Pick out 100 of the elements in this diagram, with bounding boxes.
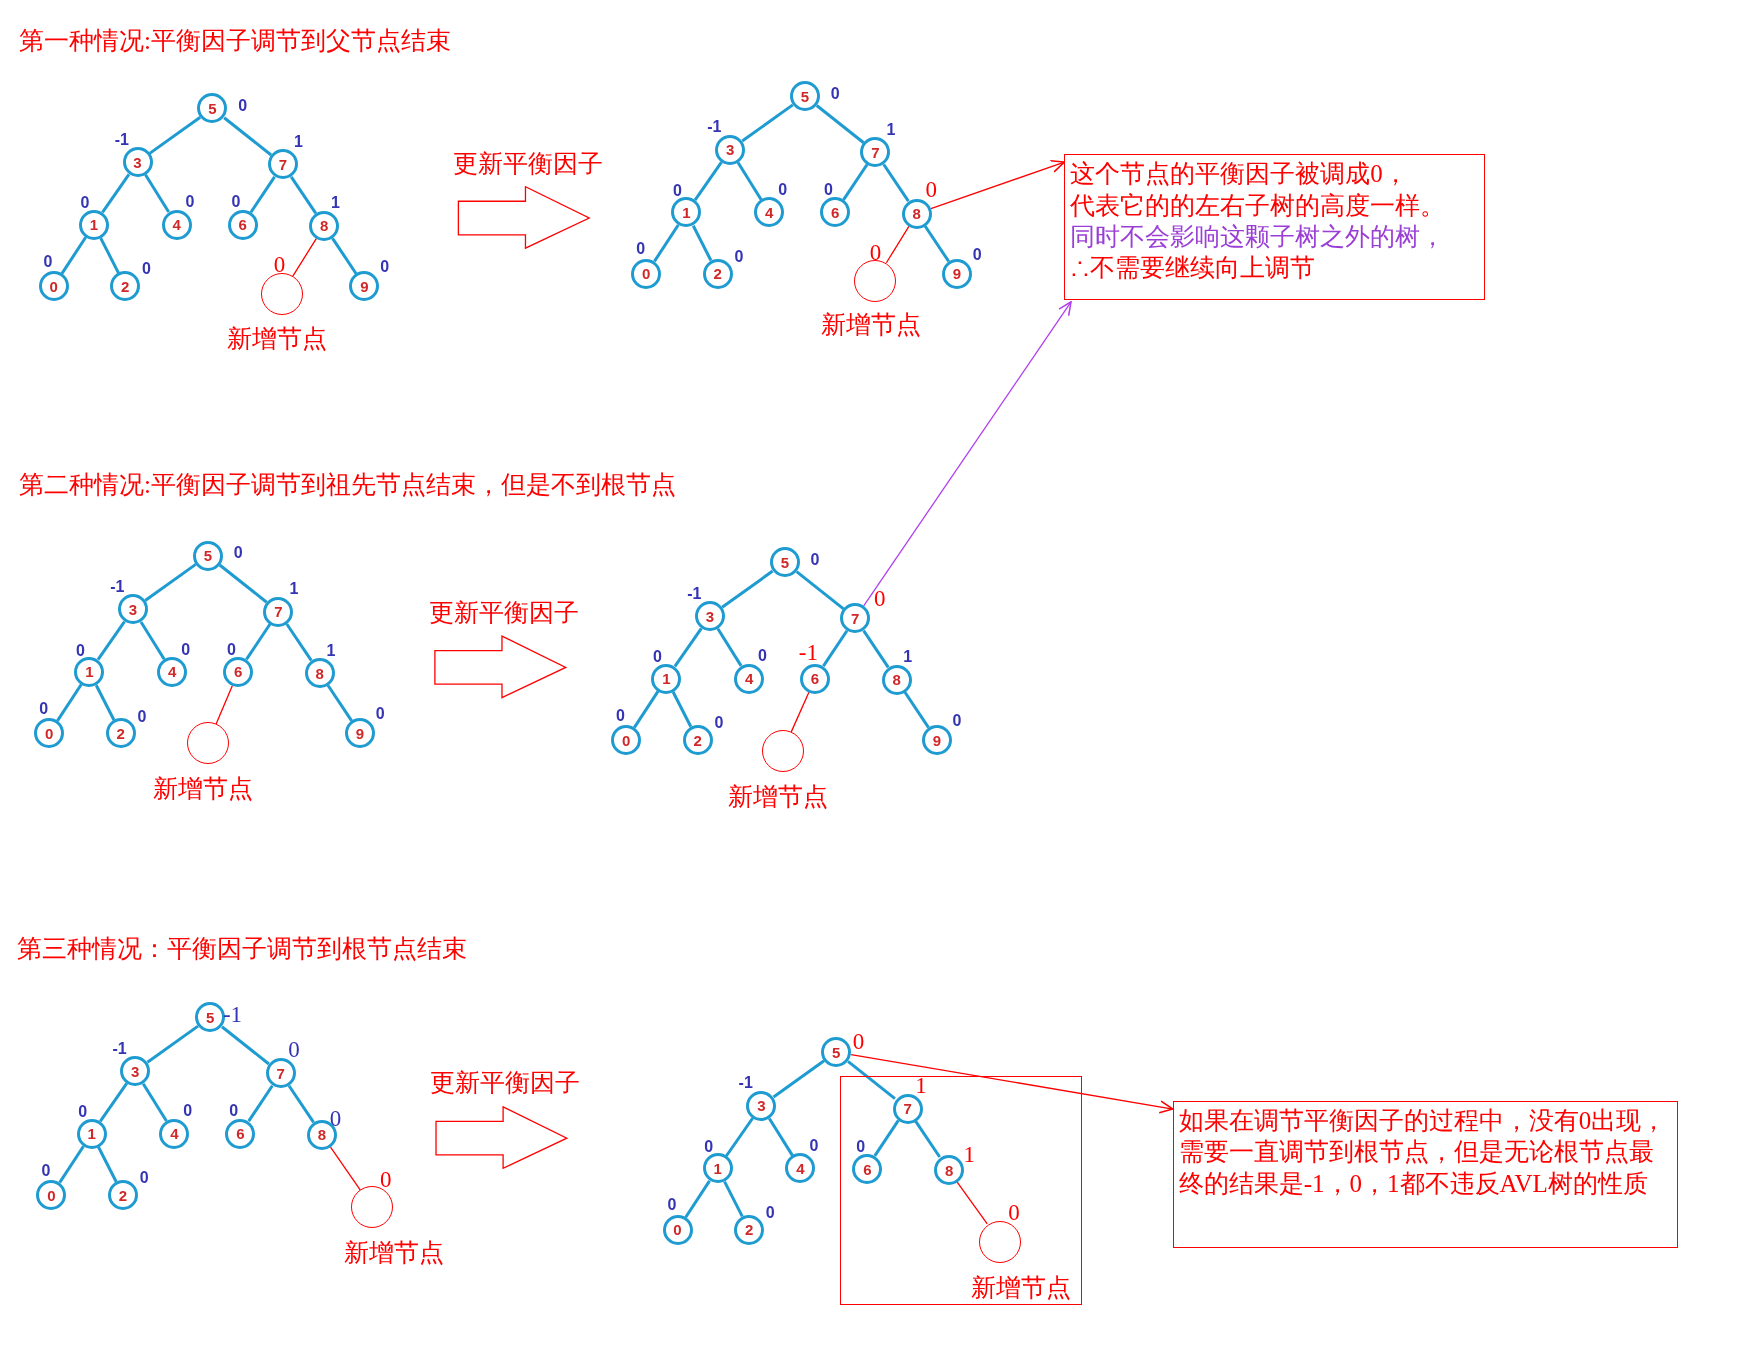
tree-node: 0 xyxy=(36,1180,67,1211)
balance-factor: 0 xyxy=(810,552,820,569)
balance-factor: -1 xyxy=(114,131,129,148)
balance-factor: 0 xyxy=(379,1168,392,1191)
tree-node: 6 xyxy=(225,1118,256,1149)
balance-factor: 0 xyxy=(181,641,191,658)
section-heading: 第一种情况:平衡因子调节到父节点结束 xyxy=(19,25,451,56)
new-node-circle xyxy=(761,730,804,773)
balance-factor: -1 xyxy=(798,640,818,664)
tree-node: 0 xyxy=(34,718,65,749)
tree-edge xyxy=(249,176,276,214)
note-text: 如果在调节平衡因子的过程中，没有0出现，需要一直调节到根节点，但是无论根节点最终的结果是-1，0，1都不违反AVL树的性质 xyxy=(1178,1106,1668,1199)
section-heading: 第三种情况：平衡因子调节到根节点结束 xyxy=(16,933,467,964)
balance-factor: 0 xyxy=(78,1104,88,1121)
balance-factor: 0 xyxy=(1008,1200,1020,1224)
tree-edge xyxy=(873,1119,900,1157)
connector-line xyxy=(292,237,317,277)
highlight-frame xyxy=(839,1075,1083,1305)
tree-edge xyxy=(741,103,794,143)
tree-edge xyxy=(815,104,865,144)
tree-edge xyxy=(218,563,268,604)
balance-factor: 1 xyxy=(903,649,913,666)
tree-node: 5 xyxy=(192,540,223,571)
tree-node: 0 xyxy=(662,1214,693,1245)
tree-edge xyxy=(94,684,116,721)
tree-node: 3 xyxy=(746,1090,777,1121)
tree-edge xyxy=(60,236,87,275)
balance-factor: 0 xyxy=(824,182,833,199)
tree-edge xyxy=(144,563,197,602)
balance-factor: 0 xyxy=(288,1037,300,1061)
node-caption: 新增节点 xyxy=(820,311,921,337)
tree-node: 9 xyxy=(349,271,380,302)
balance-factor: 0 xyxy=(80,195,90,212)
tree-edge xyxy=(58,1145,85,1184)
tree-edge xyxy=(723,1181,744,1218)
tree-edge xyxy=(148,115,202,155)
tree-node: 8 xyxy=(309,210,340,241)
new-node-circle xyxy=(260,273,303,316)
balance-factor: 0 xyxy=(758,648,767,665)
tree-edge xyxy=(684,1180,711,1219)
tree-edge xyxy=(691,225,713,262)
tree-node: 0 xyxy=(631,258,662,289)
tree-edge xyxy=(96,620,126,661)
balance-factor: 1 xyxy=(326,642,336,659)
note-text: 代表它的的左右子树的高度一样。 xyxy=(1070,190,1447,221)
section-heading: 第二种情况:平衡因子调节到祖先节点结束，但是不到根节点 xyxy=(19,469,676,500)
tree-edge xyxy=(99,1082,128,1123)
tree-edge xyxy=(633,690,660,729)
tree-edge xyxy=(139,621,166,660)
tree-node: 4 xyxy=(785,1153,816,1184)
tree-edge xyxy=(693,161,723,201)
tree-edge xyxy=(285,623,313,662)
arrow xyxy=(850,1053,1174,1114)
note-box xyxy=(1172,1101,1679,1248)
tree-node: 4 xyxy=(754,197,785,228)
step-label: 更新平衡因子 xyxy=(452,148,603,179)
tree-edge xyxy=(144,174,170,213)
balance-factor: -1 xyxy=(687,585,702,602)
balance-factor: 1 xyxy=(886,121,896,138)
node-caption: 新增节点 xyxy=(153,775,254,801)
tree-edge xyxy=(862,629,890,669)
connector-line xyxy=(790,691,810,733)
tree-node: 2 xyxy=(702,258,733,289)
tree-node: 8 xyxy=(304,658,335,689)
note-text: 同时不会影响这颗子树之外的树， xyxy=(1070,221,1447,252)
node-caption: 新增节点 xyxy=(970,1274,1071,1300)
tree-node: 7 xyxy=(840,603,871,634)
balance-factor: 0 xyxy=(43,253,53,270)
balance-factor: 1 xyxy=(289,581,299,598)
balance-factor: 0 xyxy=(636,241,646,258)
balance-factor: 0 xyxy=(778,182,788,199)
tree-edge xyxy=(146,1024,199,1064)
tree-node: 1 xyxy=(651,663,682,694)
step-label: 更新平衡因子 xyxy=(429,597,580,628)
tree-node: 9 xyxy=(921,725,952,756)
tree-node: 6 xyxy=(800,663,830,694)
tree-edge xyxy=(671,691,693,728)
tree-node: 2 xyxy=(110,271,141,302)
tree-edge xyxy=(795,570,845,611)
connector-line xyxy=(885,225,910,264)
balance-factor: 0 xyxy=(76,642,85,659)
tree-edge xyxy=(245,623,272,661)
tree-node: 7 xyxy=(267,149,298,180)
tree-edge xyxy=(101,173,131,214)
tree-edge xyxy=(331,237,358,275)
step-label: 更新平衡因子 xyxy=(430,1067,581,1098)
tree-node: 3 xyxy=(120,1056,151,1087)
tree-node: 6 xyxy=(820,197,851,228)
balance-factor: -1 xyxy=(110,578,125,595)
tree-edge xyxy=(725,1117,755,1157)
tree-edge xyxy=(97,1146,118,1183)
connector-line xyxy=(329,1146,361,1191)
tree-node: 9 xyxy=(942,258,972,289)
tree-node: 1 xyxy=(671,197,702,228)
tree-node: 7 xyxy=(263,596,294,627)
tree-edge xyxy=(923,225,950,263)
new-node-circle xyxy=(854,259,897,302)
tree-edge xyxy=(903,691,930,729)
new-node-circle xyxy=(979,1220,1022,1263)
note-box xyxy=(1064,154,1485,300)
